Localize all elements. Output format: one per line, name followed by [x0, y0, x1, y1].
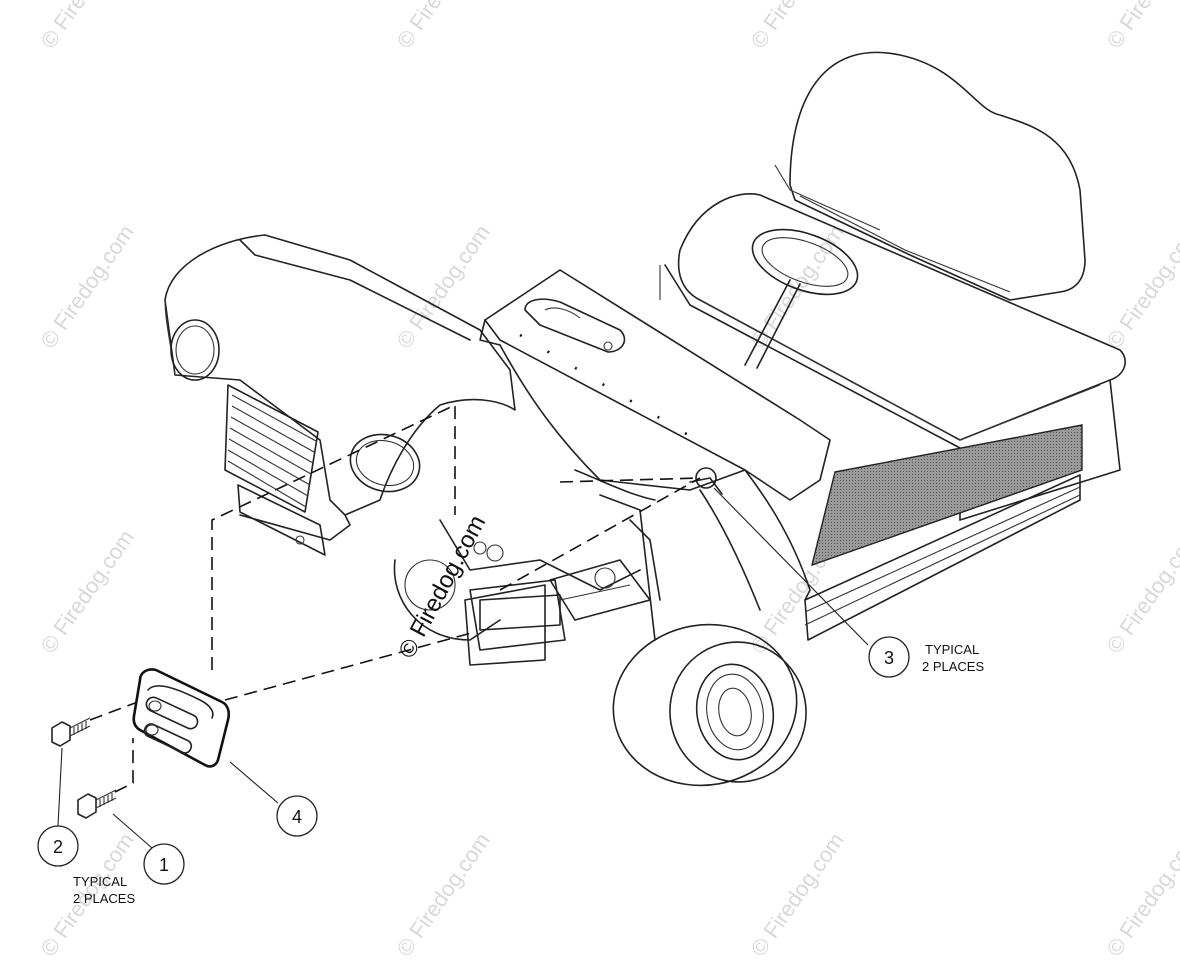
callout-3-leader — [713, 487, 869, 646]
watermark: © Firedog.com — [1102, 525, 1180, 658]
watermark: © Firedog.com — [392, 0, 495, 53]
watermark: © Firedog.com — [1102, 828, 1180, 961]
assembly-lines — [89, 403, 701, 793]
bolt-upper — [51, 717, 91, 747]
watermark: © Firedog.com — [746, 0, 849, 53]
callout-2: 2 — [37, 747, 79, 867]
bolt-lower — [77, 789, 117, 819]
golf-cart-illustration — [164, 51, 1126, 787]
front-grille — [224, 384, 319, 513]
typical-note-right-line1: TYPICAL — [925, 642, 979, 657]
watermark: © Firedog.com — [36, 220, 139, 353]
watermark: © Firedog.com — [392, 220, 495, 353]
callout-1-leader — [112, 813, 153, 849]
headlight-left — [170, 319, 220, 381]
bumper-pad — [132, 668, 231, 768]
callout-1-number: 1 — [159, 855, 169, 875]
watermark: © Firedog.com — [393, 511, 491, 663]
callout-4-leader — [229, 761, 279, 804]
callout-3: 3 — [713, 487, 910, 678]
typical-note-left-line2: 2 PLACES — [73, 891, 135, 906]
floor-mat — [811, 424, 1083, 567]
watermark: © Firedog.com — [1102, 0, 1180, 53]
callout-4: 4 — [229, 761, 318, 837]
callout-2-leader — [57, 747, 63, 827]
watermark: © Firedog.com — [746, 828, 849, 961]
watermark: © Firedog.com — [392, 828, 495, 961]
front-wheel — [612, 623, 807, 787]
watermark: © Firedog.com — [1102, 220, 1180, 353]
steering-wheel — [751, 228, 859, 296]
callout-2-number: 2 — [53, 837, 63, 857]
typical-note-left-line1: TYPICAL — [73, 874, 127, 889]
typical-note-right-line2: 2 PLACES — [922, 659, 984, 674]
watermark: © Firedog.com — [36, 525, 139, 658]
callout-3-number: 3 — [884, 648, 894, 668]
callout-1: 1 — [112, 813, 185, 885]
watermark: © Firedog.com — [36, 0, 139, 53]
callout-4-number: 4 — [292, 807, 302, 827]
